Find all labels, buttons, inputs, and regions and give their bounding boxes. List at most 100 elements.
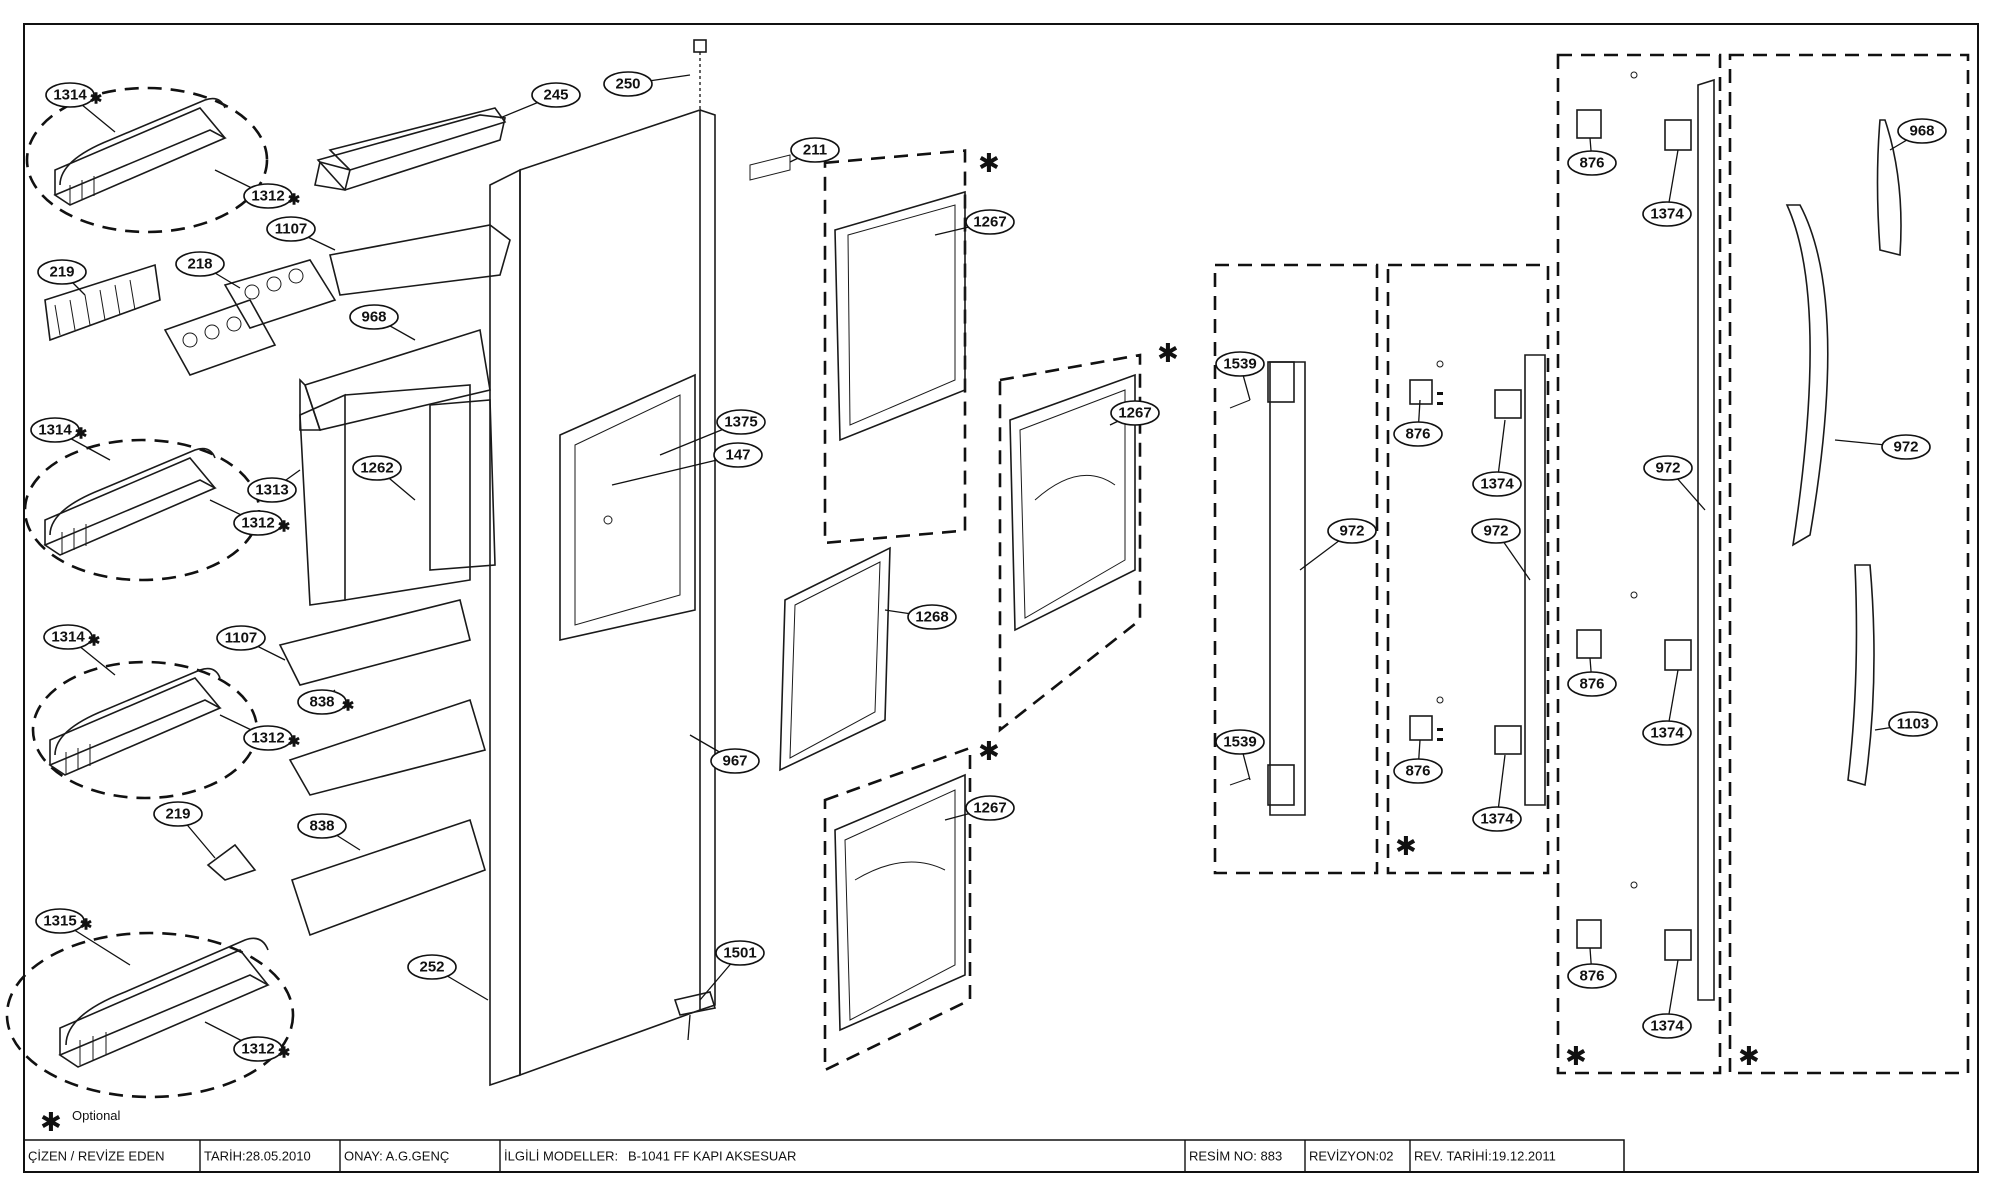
optional-star-icon: ✱ bbox=[1395, 832, 1417, 862]
label-211 bbox=[749, 154, 791, 181]
callout-number: 1374 bbox=[1650, 1018, 1684, 1035]
callout-number: 1267 bbox=[1118, 405, 1151, 422]
tb-models-value: B-1041 FF KAPI AKSESUAR bbox=[628, 1149, 796, 1164]
callout-number: 972 bbox=[1655, 460, 1680, 477]
tb-models-label: İLGİLİ MODELLER: bbox=[504, 1149, 618, 1164]
optional-star-icon: ✱ bbox=[1738, 1042, 1760, 1072]
callout-876: 876 bbox=[1567, 137, 1617, 176]
callout-1314: 1314✱ bbox=[45, 82, 116, 133]
callout-1314: 1314✱ bbox=[30, 417, 111, 461]
callout-number: 219 bbox=[165, 806, 190, 823]
callout-number: 1314 bbox=[38, 422, 72, 439]
callout-bubble bbox=[45, 82, 95, 108]
callout-bubble bbox=[710, 748, 760, 774]
callout-bubble bbox=[352, 455, 402, 481]
callout-bubble bbox=[233, 1036, 283, 1062]
door-frame-1267-low bbox=[823, 746, 972, 1073]
callout-number: 967 bbox=[722, 753, 747, 770]
tb-approval: ONAY: A.G.GENÇ bbox=[344, 1149, 449, 1164]
callout-bubble bbox=[1642, 201, 1692, 227]
callout-1267: 1267 bbox=[934, 209, 1015, 236]
callout-972: 972 bbox=[1299, 518, 1377, 571]
egg-tray-219 bbox=[44, 263, 161, 342]
callout-bubble bbox=[1642, 1013, 1692, 1039]
callout-211: 211 bbox=[789, 137, 840, 163]
callout-number: 1103 bbox=[1897, 716, 1930, 733]
callout-1268: 1268 bbox=[884, 604, 957, 630]
callout-bubble bbox=[603, 71, 653, 97]
callout-1501: 1501 bbox=[699, 940, 765, 1001]
callout-bubble bbox=[43, 624, 93, 650]
callout-968: 968 bbox=[349, 304, 416, 341]
callout-number: 876 bbox=[1405, 763, 1430, 780]
callout-number: 1312 bbox=[241, 515, 274, 532]
callout-bubble bbox=[233, 510, 283, 536]
callout-number: 250 bbox=[615, 76, 640, 93]
callout-number: 1374 bbox=[1480, 476, 1514, 493]
callout-number: 1539 bbox=[1223, 734, 1256, 751]
callout-number: 1501 bbox=[723, 945, 756, 962]
callout-number: 1314 bbox=[51, 629, 85, 646]
callout-number: 1313 bbox=[255, 482, 288, 499]
callout-972: 972 bbox=[1471, 518, 1531, 581]
callout-1312: 1312✱ bbox=[209, 499, 291, 536]
callout-147: 147 bbox=[611, 442, 763, 486]
callout-bubble bbox=[247, 477, 297, 503]
callout-number: 1267 bbox=[973, 214, 1006, 231]
callout-bubble bbox=[153, 801, 203, 827]
callout-218: 218 bbox=[175, 251, 241, 289]
callout-number: 1375 bbox=[724, 414, 757, 431]
door-frame-1267-mid bbox=[998, 353, 1142, 733]
optional-star-icon: ✱ bbox=[278, 1045, 291, 1062]
callout-972: 972 bbox=[1643, 455, 1706, 511]
callout-number: 245 bbox=[543, 87, 568, 104]
legend: ✱ Optional bbox=[40, 1108, 121, 1138]
callout-838: 838 ✱ bbox=[297, 689, 355, 715]
callout-bubble bbox=[713, 442, 763, 468]
callout-bubble bbox=[716, 409, 766, 435]
shelf-group-1314-top bbox=[25, 86, 269, 234]
callout-number: 838 bbox=[309, 818, 334, 835]
callout-bubble bbox=[216, 625, 266, 651]
callout-number: 1107 bbox=[225, 630, 258, 647]
callout-1312: 1312✱ bbox=[214, 169, 301, 209]
callout-1313: 1313 bbox=[247, 469, 301, 503]
tb-revision-date: REV. TARİHİ:19.12.2011 bbox=[1414, 1149, 1556, 1164]
callout-1374: 1374 bbox=[1642, 669, 1692, 746]
callout-number: 876 bbox=[1579, 676, 1604, 693]
cap-250 bbox=[693, 39, 707, 110]
callout-number: 972 bbox=[1339, 523, 1364, 540]
callout-1262: 1262 bbox=[352, 455, 416, 501]
handle-box-972-a bbox=[1213, 263, 1379, 875]
tb-drawing-no: RESİM NO: 883 bbox=[1189, 1149, 1282, 1164]
callout-1267: 1267 bbox=[944, 795, 1015, 821]
title-block: ÇİZEN / REVİZE EDEN TARİH:28.05.2010 ONA… bbox=[23, 1139, 1625, 1173]
callout-number: 876 bbox=[1579, 968, 1604, 985]
handle-box-972-c bbox=[1556, 53, 1722, 1075]
callout-number: 1374 bbox=[1480, 811, 1514, 828]
callout-876: 876 bbox=[1567, 947, 1617, 989]
optional-star-icon: ✱ bbox=[342, 698, 355, 715]
door-panel-967 bbox=[489, 108, 716, 1087]
callout-bubble bbox=[1393, 421, 1443, 447]
callout-bubble bbox=[349, 304, 399, 330]
callout-bubble bbox=[1567, 963, 1617, 989]
legend-text: Optional bbox=[72, 1108, 121, 1123]
callout-252: 252 bbox=[407, 954, 489, 1001]
callout-number: 968 bbox=[1909, 123, 1934, 140]
callout-bubble bbox=[965, 795, 1015, 821]
optional-star-icon: ✱ bbox=[978, 149, 1000, 179]
callout-number: 1267 bbox=[973, 800, 1006, 817]
optional-star-icon: ✱ bbox=[1565, 1042, 1587, 1072]
callout-number: 838 bbox=[309, 694, 334, 711]
callout-number: 968 bbox=[361, 309, 386, 326]
callout-bubble bbox=[30, 417, 80, 443]
callout-number: 1312 bbox=[241, 1041, 274, 1058]
callout-number: 218 bbox=[187, 256, 212, 273]
optional-star-icon: ✱ bbox=[278, 519, 291, 536]
callout-1374: 1374 bbox=[1472, 419, 1522, 497]
callout-bubble bbox=[531, 82, 581, 108]
callout-1107: 1107 bbox=[216, 625, 286, 661]
callout-number: 1262 bbox=[360, 460, 393, 477]
door-frame-1268 bbox=[779, 546, 891, 772]
